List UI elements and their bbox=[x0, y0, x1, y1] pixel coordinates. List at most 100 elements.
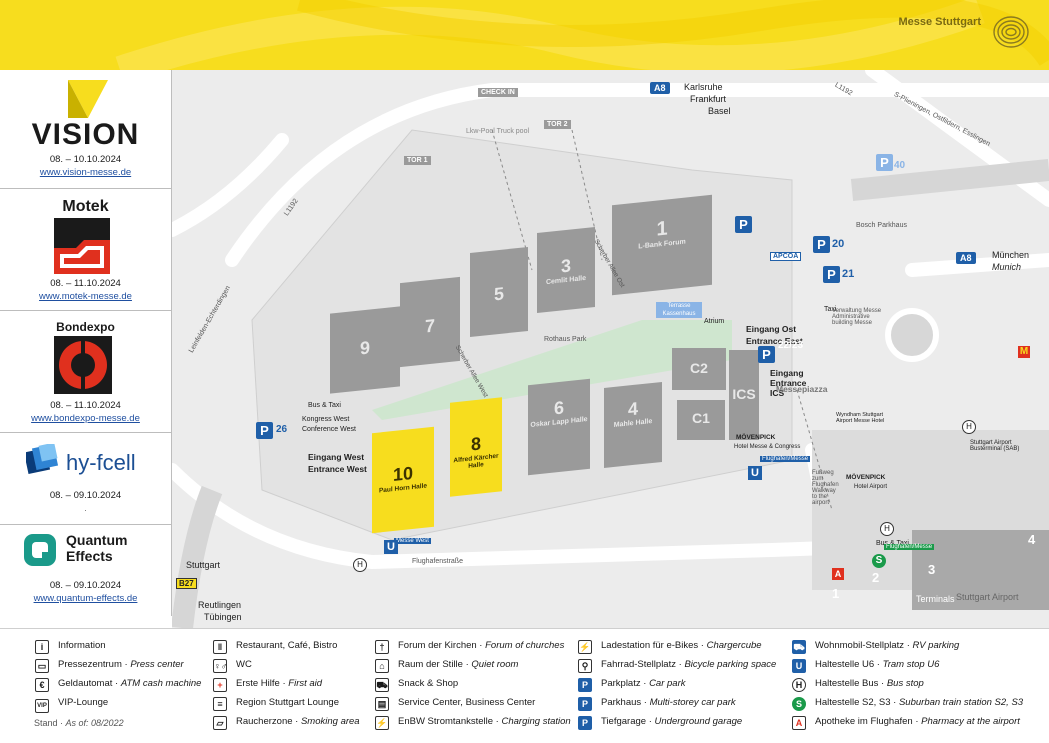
hall-3[interactable]: 3 Cemlit Halle bbox=[537, 226, 595, 314]
direction-basel: Basel bbox=[708, 106, 731, 116]
legend-label: Haltestelle S2, S3 bbox=[815, 697, 891, 708]
legend-label-en: Forum of churches bbox=[485, 640, 565, 651]
legend-label: Snack & Shop bbox=[398, 678, 459, 689]
parking-p40-icon[interactable]: P bbox=[876, 154, 893, 171]
legend-item: ▭Pressezentrum · Press center bbox=[35, 659, 184, 673]
legend-item: ⚡EnBW Stromtankstelle · Charging station bbox=[375, 716, 571, 730]
bus-icon: H bbox=[792, 678, 806, 692]
legend-item: ▱Raucherzone · Smoking area bbox=[213, 716, 360, 730]
brand-name: Messe Stuttgart bbox=[898, 16, 981, 28]
lkw-pool-label: Lkw-Pool Truck pool bbox=[466, 128, 530, 135]
legend-label-en: Smoking area bbox=[300, 716, 360, 727]
p21-label: 21 bbox=[842, 268, 855, 280]
event-link[interactable]: www.quantum-effects.de bbox=[33, 593, 138, 604]
tram-stop-flughafen-icon[interactable]: U bbox=[748, 466, 762, 480]
s-bahn-icon: S bbox=[792, 697, 806, 711]
terminal-4-label: 4 bbox=[1028, 532, 1036, 547]
messe-west-u-label: Messe West bbox=[394, 538, 431, 544]
direction-stuttgart: Stuttgart bbox=[186, 560, 221, 570]
legend-item: ⚡Ladestation für e-Bikes · Chargercube bbox=[578, 640, 762, 654]
eingang-ics-label: Eingang Entrance ICS bbox=[770, 368, 807, 398]
flughafenstrasse-label: Flughafenstraße bbox=[412, 558, 463, 565]
hall-5[interactable]: 5 bbox=[470, 246, 528, 338]
hall-1[interactable]: 1 L-Bank Forum bbox=[612, 194, 712, 296]
s-bahn-station-icon[interactable]: S bbox=[872, 554, 886, 568]
tram-stop-messe-west-icon[interactable]: U bbox=[384, 540, 398, 554]
legend-label: Forum der Kirchen bbox=[398, 640, 477, 651]
event-dates: 08. – 09.10.2024 bbox=[49, 490, 122, 501]
legend-item: €Geldautomat · ATM cash machine bbox=[35, 678, 201, 692]
smoking-icon: ▱ bbox=[213, 716, 227, 730]
event-link[interactable]: www.motek-messe.de bbox=[39, 291, 132, 302]
legend-label: Restaurant, Café, Bistro bbox=[236, 640, 338, 651]
conference-west-label: Conference West bbox=[302, 426, 356, 433]
a8-north-badge: A8 bbox=[650, 82, 670, 94]
hall-8[interactable]: 8 Alfred Kärcher Halle bbox=[450, 397, 502, 497]
hall-4[interactable]: 4 Mahle Halle bbox=[604, 381, 662, 469]
hall-c1[interactable]: C1 bbox=[677, 400, 725, 440]
wyndham-label: Wyndham Stuttgart Airport Messe Hotel bbox=[836, 412, 885, 424]
bus-stop-terminal-icon[interactable]: H bbox=[962, 420, 976, 434]
legend-label-en: Suburban train station S2, S3 bbox=[898, 697, 1024, 708]
terminal-2-label: 2 bbox=[872, 570, 880, 585]
bus-stop-airport-icon[interactable]: H bbox=[880, 522, 894, 536]
hall-ics[interactable]: ICS bbox=[729, 350, 759, 440]
event-dates: 08. – 11.10.2024 bbox=[50, 278, 121, 289]
bus-stop-west-icon[interactable]: H bbox=[353, 558, 367, 572]
parkhaus-p21-icon[interactable]: P bbox=[823, 266, 840, 283]
p20-label: 20 bbox=[832, 238, 845, 250]
legend-label-en: Multi-storey car park bbox=[649, 697, 736, 708]
ebike-charger-icon: ⚡ bbox=[578, 640, 592, 654]
event-link[interactable]: . bbox=[84, 503, 87, 514]
stuttgart-airport-label: Stuttgart Airport bbox=[956, 592, 1019, 602]
event-name: hy-fcell bbox=[66, 450, 136, 475]
lounge-icon: ≡ bbox=[213, 697, 227, 711]
event-link[interactable]: www.bondexpo-messe.de bbox=[31, 413, 140, 424]
tiefgarage-p22-icon[interactable]: P bbox=[758, 346, 775, 363]
pharmacy-icon: A bbox=[792, 716, 806, 730]
legend-item: ≡Region Stuttgart Lounge bbox=[213, 697, 339, 711]
hall-number: 7 bbox=[424, 315, 435, 337]
flughafen-messe-u-label: Flughafen/Messe bbox=[760, 456, 811, 462]
legend-label-en: Underground garage bbox=[654, 716, 743, 727]
bosch-parkhaus-label: Bosch Parkhaus bbox=[856, 222, 907, 229]
legend-label: Haltestelle U6 bbox=[815, 659, 875, 670]
parking-icon: P bbox=[578, 678, 592, 692]
hotel-congress-label: Hotel Messe & Congress bbox=[734, 444, 801, 450]
event-name: Bondexpo bbox=[56, 320, 115, 334]
parkhaus-p20-icon[interactable]: P bbox=[813, 236, 830, 253]
legend-item: ⛟Wohnmobil-Stellplatz · RV parking bbox=[792, 640, 960, 654]
hall-c2[interactable]: C2 bbox=[672, 348, 726, 390]
legend-label-en: Bicycle parking space bbox=[684, 659, 777, 670]
hall-7[interactable]: 7 bbox=[400, 276, 460, 368]
direction-muenchen: München bbox=[992, 250, 1030, 260]
pharmacy-icon[interactable]: A bbox=[832, 568, 844, 580]
hall-10[interactable]: 10 Paul Horn Halle bbox=[372, 426, 434, 534]
site-map[interactable]: 1 L-Bank Forum 3 Cemlit Halle 4 Mahle Ha… bbox=[172, 70, 1049, 628]
terminal-3-label: 3 bbox=[928, 562, 936, 577]
terminal-1-label: 1 bbox=[832, 586, 840, 601]
legend-label-en: RV parking bbox=[912, 640, 960, 651]
parking-p26-icon[interactable]: P bbox=[256, 422, 273, 439]
legend-label: Ladestation für e-Bikes bbox=[601, 640, 699, 651]
bondexpo-logo bbox=[54, 336, 112, 394]
hall-9[interactable]: 9 bbox=[330, 306, 400, 394]
event-vision: VISION 08. – 10.10.2024 www.vision-messe… bbox=[0, 70, 171, 189]
header-banner: Messe Stuttgart bbox=[0, 0, 1049, 70]
press-icon: ▭ bbox=[35, 659, 49, 673]
legend-label: Haltestelle Bus bbox=[815, 678, 879, 689]
legend-item: ▤Service Center, Business Center bbox=[375, 697, 535, 711]
a8-east-badge: A8 bbox=[956, 252, 976, 264]
legend-item: ‖Restaurant, Café, Bistro bbox=[213, 640, 337, 654]
event-link[interactable]: www.vision-messe.de bbox=[39, 167, 132, 178]
church-icon: † bbox=[375, 640, 389, 654]
wc-icon: ♀♂ bbox=[213, 659, 228, 673]
legend-label-en: Charging station bbox=[501, 716, 571, 727]
parking-icon[interactable]: P bbox=[735, 216, 752, 233]
messe-fingerprint-logo bbox=[993, 16, 1029, 48]
event-name: Motek bbox=[62, 198, 109, 215]
hall-6[interactable]: 6 Oskar Lapp Halle bbox=[528, 378, 590, 476]
